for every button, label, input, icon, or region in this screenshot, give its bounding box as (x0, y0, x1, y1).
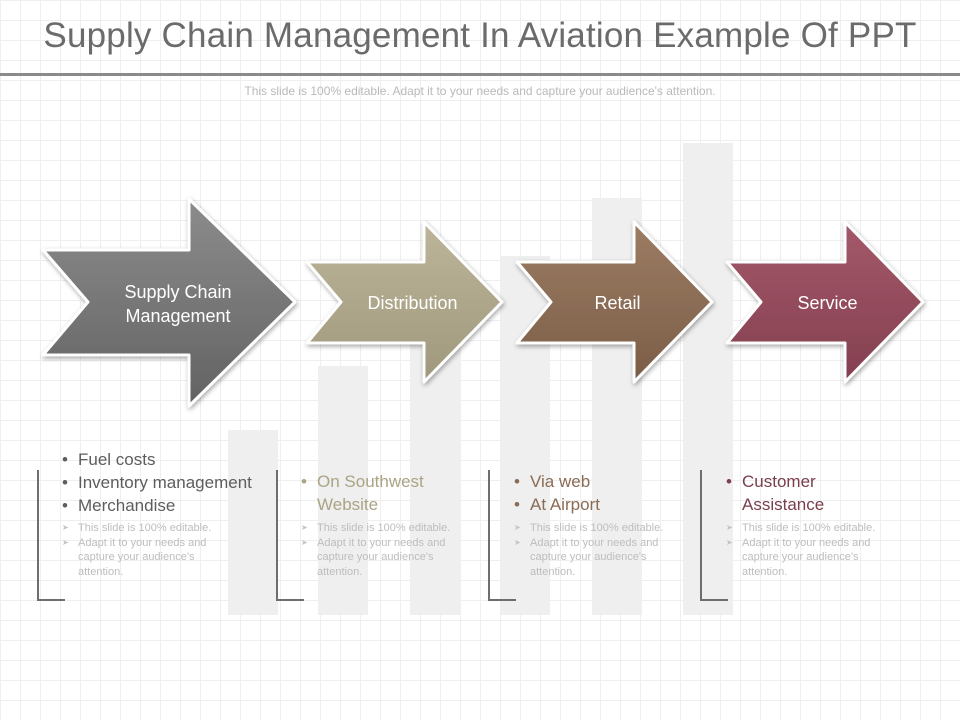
note-item: Adapt it to your needs and capture your … (60, 536, 230, 580)
title-underline (0, 73, 960, 76)
note-item: This slide is 100% editable. (299, 521, 469, 536)
note-item: Adapt it to your needs and capture your … (724, 536, 894, 580)
bullet-item: On Southwest Website (299, 470, 459, 516)
arrow-label-4: Service (797, 293, 858, 313)
bullet-item: At Airport (512, 493, 672, 516)
bracket-step-2 (276, 470, 304, 601)
slide-subtitle: This slide is 100% editable. Adapt it to… (244, 84, 716, 98)
arrow-label-2: Distribution (367, 293, 458, 313)
bullet-item: Customer Assistance (724, 470, 884, 516)
note-list-step-1: This slide is 100% editable. Adapt it to… (60, 521, 230, 579)
bullet-item: Fuel costs (60, 448, 290, 471)
arrow-label-1: Supply Chain Management (124, 282, 232, 326)
note-list-step-2: This slide is 100% editable. Adapt it to… (299, 521, 469, 579)
bracket-step-3 (488, 470, 516, 601)
note-list-step-4: This slide is 100% editable. Adapt it to… (724, 521, 894, 579)
bullet-list-step-1: Fuel costs Inventory management Merchand… (60, 448, 290, 517)
bracket-step-4 (700, 470, 728, 601)
note-item: This slide is 100% editable. (724, 521, 894, 536)
bullet-list-step-2: On Southwest Website (299, 470, 459, 516)
bullet-list-step-3: Via web At Airport (512, 470, 672, 516)
arrow-step-2 (305, 220, 504, 384)
bracket-step-1 (37, 470, 65, 601)
bullet-list-step-4: Customer Assistance (724, 470, 884, 516)
note-list-step-3: This slide is 100% editable. Adapt it to… (512, 521, 682, 579)
arrow-label-3: Retail (594, 293, 641, 313)
arrow-step-4 (725, 220, 925, 384)
note-item: This slide is 100% editable. (512, 521, 682, 536)
bullet-item: Via web (512, 470, 672, 493)
note-item: This slide is 100% editable. (60, 521, 230, 536)
slide-title: Supply Chain Management In Aviation Exam… (43, 16, 917, 55)
note-item: Adapt it to your needs and capture your … (512, 536, 682, 580)
arrow-step-3 (515, 220, 714, 384)
note-item: Adapt it to your needs and capture your … (299, 536, 469, 580)
bullet-item: Merchandise (60, 494, 290, 517)
bullet-item: Inventory management (60, 471, 290, 494)
arrow-step-1 (41, 197, 297, 408)
